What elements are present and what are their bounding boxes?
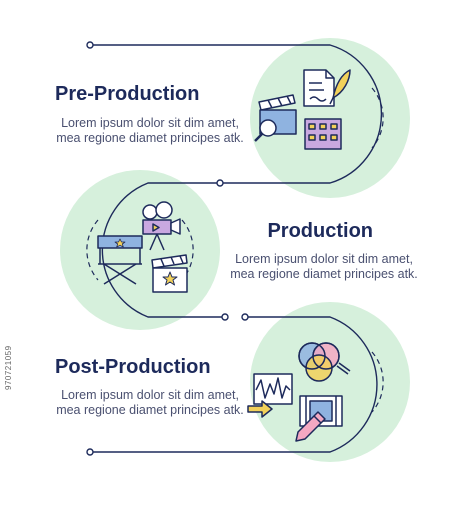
step3-description: Lorem ipsum dolor sit dim amet, mea regi…	[56, 388, 244, 417]
film-camera-icon	[142, 201, 181, 251]
step3-circle	[250, 302, 410, 462]
connector-path	[90, 44, 383, 453]
magnifier-icon	[254, 119, 277, 142]
step2-description: Lorem ipsum dolor sit dim amet, mea regi…	[230, 252, 418, 281]
step1-title: Pre-Production	[55, 83, 200, 105]
node-dot	[216, 179, 224, 187]
arrow-icon	[247, 400, 273, 418]
document-quill-icon	[303, 69, 351, 107]
node-dot	[241, 313, 249, 321]
node-dot	[86, 41, 94, 49]
pencil-icon	[295, 411, 326, 442]
audio-wave-icon	[253, 373, 293, 405]
step1-icons	[254, 69, 351, 150]
clapperboard-star-icon	[151, 254, 188, 293]
director-chair-icon	[97, 235, 143, 285]
node-dot	[86, 448, 94, 456]
color-circles-icon	[298, 342, 351, 382]
step1-description: Lorem ipsum dolor sit dim amet, mea regi…	[56, 116, 244, 145]
connector-nodes	[86, 41, 249, 456]
storyboard-grid-icon	[304, 118, 342, 150]
step2-icons	[97, 201, 188, 293]
step3-icons	[247, 342, 351, 442]
node-dot	[221, 313, 229, 321]
step2-title: Production	[267, 220, 373, 242]
step1-circle	[250, 38, 410, 198]
step3-title: Post-Production	[55, 356, 211, 378]
stock-id-label: 970721059	[4, 345, 13, 390]
